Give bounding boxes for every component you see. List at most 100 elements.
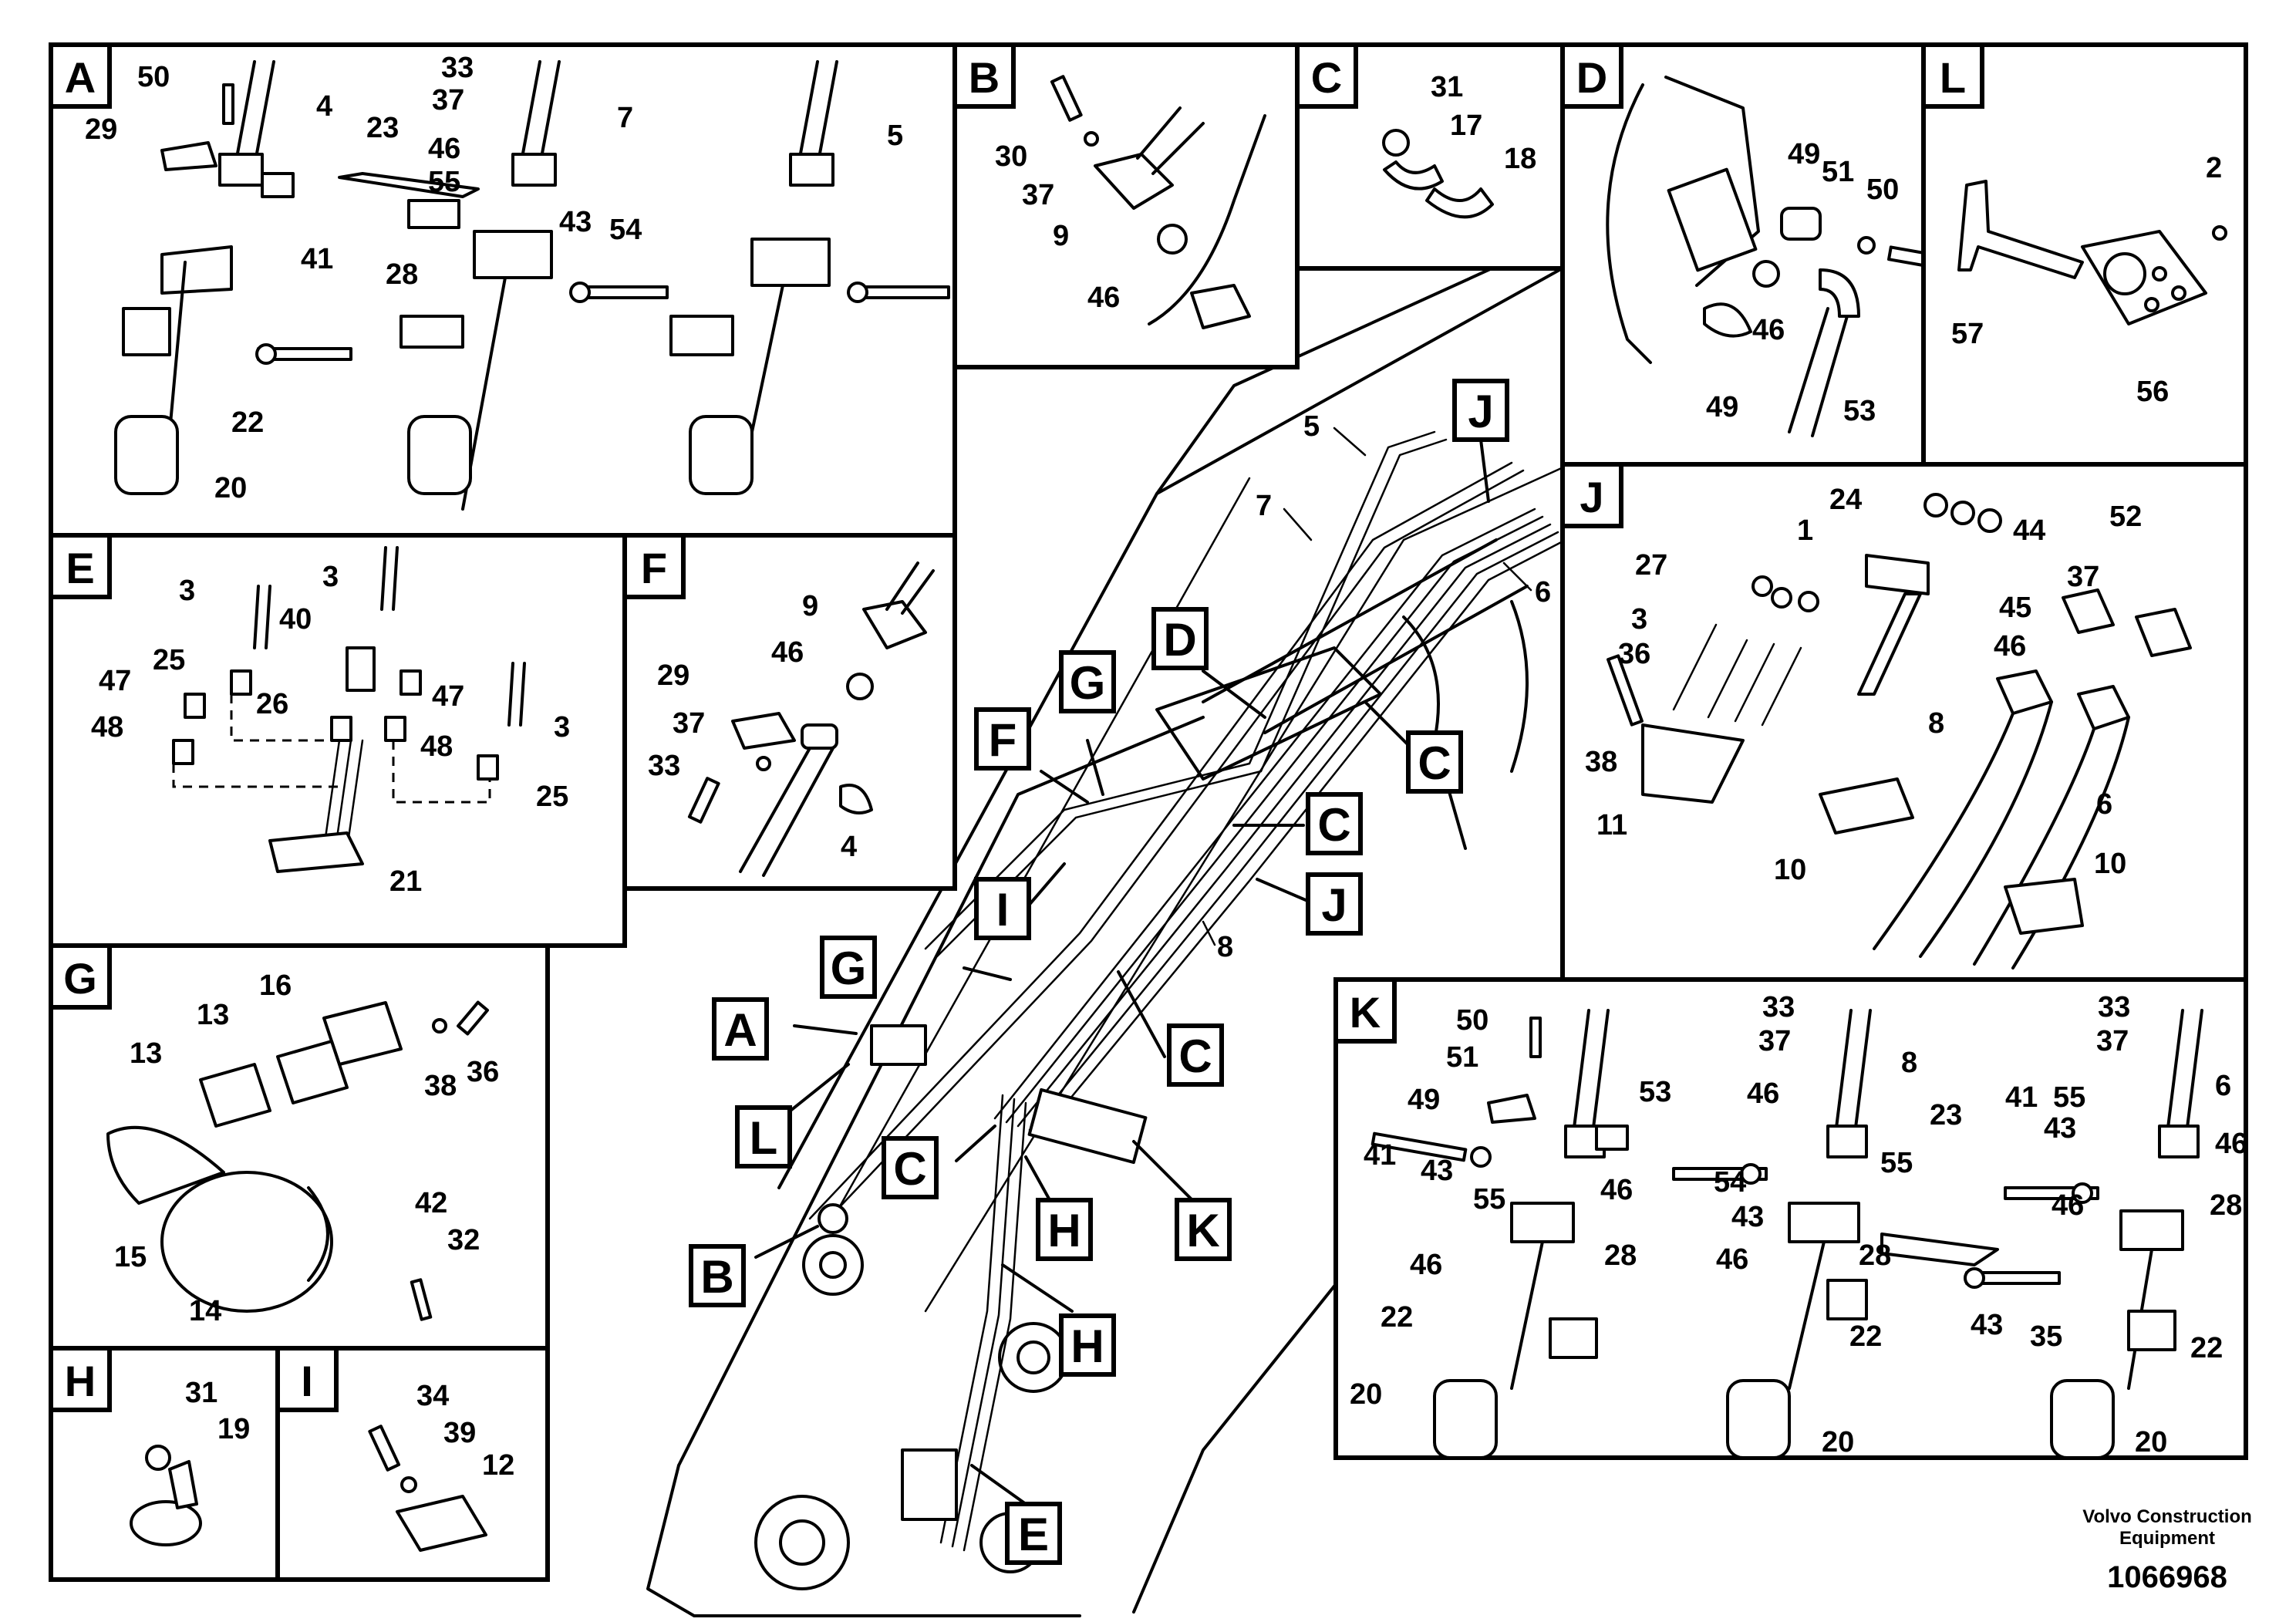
K-part-46-mid: 46 <box>1410 1249 1442 1281</box>
J-part-38: 38 <box>1585 746 1617 778</box>
A-part-50: 50 <box>137 61 170 93</box>
panel-L-label: L <box>1940 53 1966 102</box>
callout-C-2: C <box>1317 799 1350 851</box>
J-part-11: 11 <box>1596 809 1627 841</box>
callout-L: L <box>750 1112 778 1164</box>
E-part-40: 40 <box>279 603 312 636</box>
E-part-48-left: 48 <box>91 711 123 744</box>
A-part-33: 33 <box>441 52 474 84</box>
panel-F-label: F <box>641 544 667 592</box>
G-part-13-left: 13 <box>130 1037 162 1070</box>
D-part-49-bottom: 49 <box>1706 391 1738 423</box>
A-part-5: 5 <box>887 120 903 152</box>
callout-B: B <box>700 1251 733 1303</box>
G-part-14: 14 <box>189 1295 221 1327</box>
A-part-29: 29 <box>85 113 117 146</box>
company-name-line2: Equipment <box>2119 1528 2215 1549</box>
I-part-34: 34 <box>416 1380 449 1412</box>
D-part-53: 53 <box>1843 395 1876 427</box>
J-part-10-right: 10 <box>2094 848 2126 880</box>
panel-C: C 31 17 18 <box>1295 42 1565 271</box>
K-part-43-right: 43 <box>1971 1309 2003 1341</box>
D-part-49-top: 49 <box>1788 138 1820 170</box>
D-part-50: 50 <box>1866 174 1899 206</box>
A-part-46: 46 <box>428 133 460 165</box>
J-part-10-left: 10 <box>1774 854 1806 886</box>
drawing-number: 1066968 <box>2107 1560 2227 1594</box>
K-part-23: 23 <box>1930 1099 1962 1131</box>
E-part-3-right: 3 <box>554 711 570 744</box>
panel-E-label: E <box>66 544 94 592</box>
K-part-55-mid: 55 <box>1880 1147 1913 1179</box>
K-part-37-right: 37 <box>2096 1025 2129 1057</box>
K-part-46-right: 46 <box>2215 1128 2247 1160</box>
A-part-20: 20 <box>214 472 247 504</box>
K-part-33-right: 33 <box>2098 991 2130 1023</box>
F-part-33: 33 <box>648 750 680 782</box>
panel-B: B 30 37 9 46 <box>952 42 1300 369</box>
overview-part-6: 6 <box>1535 576 1551 609</box>
K-part-37-mid: 37 <box>1758 1025 1791 1057</box>
G-part-16: 16 <box>259 969 292 1002</box>
K-part-35: 35 <box>2030 1320 2062 1353</box>
A-part-41: 41 <box>301 243 333 275</box>
J-part-8: 8 <box>1928 707 1944 740</box>
callout-J-mid: J <box>1321 879 1347 931</box>
panel-I-label: I <box>301 1357 313 1405</box>
K-part-46-low: 46 <box>1716 1243 1748 1276</box>
panel-C-label: C <box>1311 53 1342 102</box>
A-part-23: 23 <box>366 112 399 144</box>
K-part-20-mid: 20 <box>1822 1426 1854 1458</box>
A-part-43: 43 <box>559 206 592 238</box>
panel-D-label: D <box>1576 53 1607 102</box>
overview-part-5: 5 <box>1303 410 1320 443</box>
K-part-54: 54 <box>1714 1166 1746 1199</box>
A-part-55: 55 <box>428 166 460 198</box>
L-part-57: 57 <box>1951 318 1984 350</box>
callout-G-mid: G <box>831 943 867 994</box>
K-part-55-left: 55 <box>1473 1183 1505 1216</box>
callout-K: K <box>1186 1205 1219 1256</box>
J-part-44: 44 <box>2013 514 2045 547</box>
K-part-53: 53 <box>1639 1076 1671 1108</box>
panel-E: E 3 3 40 25 26 47 47 48 48 3 25 21 <box>49 533 627 948</box>
K-part-46-mid2: 46 <box>1747 1077 1779 1110</box>
E-part-48-right: 48 <box>420 730 453 763</box>
I-part-39: 39 <box>443 1417 476 1449</box>
G-part-32: 32 <box>447 1224 480 1256</box>
callout-C-3: C <box>1178 1030 1212 1082</box>
callout-D: D <box>1163 614 1196 666</box>
L-part-56: 56 <box>2136 376 2169 408</box>
K-part-49: 49 <box>1408 1084 1440 1116</box>
L-part-2: 2 <box>2206 152 2222 184</box>
K-part-8: 8 <box>1901 1047 1917 1079</box>
panel-A-label: A <box>65 53 96 102</box>
F-part-9: 9 <box>802 590 818 622</box>
F-part-4: 4 <box>841 831 857 863</box>
callout-C-1: C <box>1418 737 1451 789</box>
K-part-41-left: 41 <box>1364 1139 1396 1172</box>
A-part-28: 28 <box>386 258 418 291</box>
B-part-30: 30 <box>995 140 1027 173</box>
K-part-22-mid: 22 <box>1849 1320 1882 1353</box>
B-part-9: 9 <box>1053 220 1069 252</box>
K-part-46-left: 46 <box>1600 1174 1633 1206</box>
callout-G-top: G <box>1070 657 1106 709</box>
B-part-37: 37 <box>1022 179 1054 211</box>
K-part-6: 6 <box>2215 1070 2231 1102</box>
A-part-54: 54 <box>609 214 642 246</box>
callout-E: E <box>1018 1509 1049 1560</box>
E-part-26: 26 <box>256 688 288 720</box>
G-part-15: 15 <box>114 1241 147 1273</box>
K-part-51: 51 <box>1446 1041 1478 1074</box>
panel-H-label: H <box>65 1357 96 1405</box>
F-part-37: 37 <box>673 707 705 740</box>
panel-H: H 31 19 <box>49 1346 280 1582</box>
panel-L: L 2 57 56 <box>1921 42 2248 467</box>
callout-A: A <box>723 1004 757 1056</box>
K-part-41-right: 41 <box>2005 1081 2038 1114</box>
G-part-13-top: 13 <box>197 999 229 1031</box>
K-part-28-left: 28 <box>1604 1239 1637 1272</box>
K-part-55-right: 55 <box>2053 1081 2085 1114</box>
